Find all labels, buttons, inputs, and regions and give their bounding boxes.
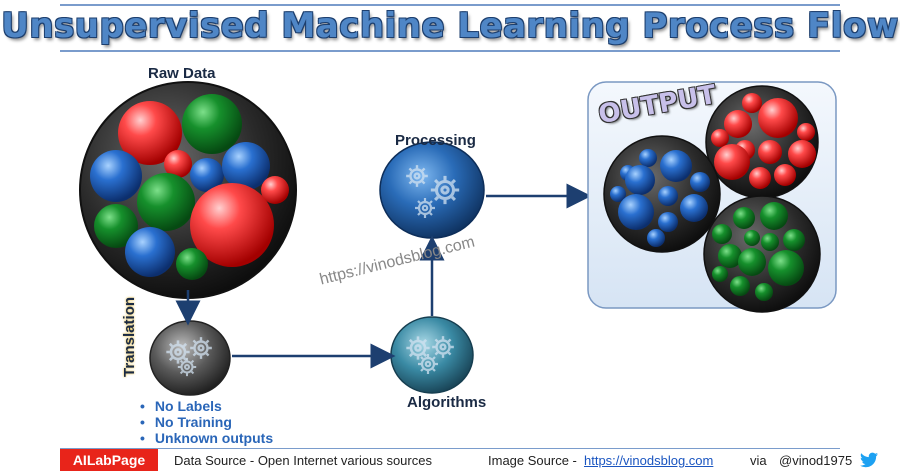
image-source-link[interactable]: https://vinodsblog.com: [584, 453, 714, 468]
list-item: No Training: [140, 414, 273, 430]
page-title: Unsupervised Machine Learning Process Fl…: [1, 6, 899, 46]
ailabpage-badge: AILabPage: [60, 449, 158, 471]
title-top-rule: [60, 4, 840, 6]
image-source-label: Image Source -: [488, 453, 577, 468]
via-text: via: [750, 453, 767, 468]
list-item: Unknown outputs: [140, 430, 273, 446]
processing-label: Processing: [395, 132, 476, 149]
translation-node: [149, 320, 231, 396]
unsupervised-properties-list: No Labels No Training Unknown outputs: [140, 398, 273, 446]
flow-arrows: [175, 183, 592, 369]
translation-label: Translation: [121, 296, 138, 377]
algorithms-label: Algorithms: [407, 394, 487, 411]
raw-data-cluster: [79, 81, 297, 299]
raw-data-label: Raw Data: [148, 65, 216, 82]
output-blue-cluster: [603, 135, 721, 253]
output-red-cluster: [705, 85, 819, 199]
image-source-link-wrap: https://vinodsblog.com: [584, 453, 713, 468]
algorithms-node: [390, 316, 474, 394]
twitter-bird-icon: [860, 452, 878, 468]
footer-rule: [60, 448, 840, 449]
list-item: No Labels: [140, 398, 273, 414]
twitter-handle: @vinod1975: [779, 453, 853, 468]
data-source-text: Data Source - Open Internet various sour…: [174, 453, 432, 468]
processing-node: [379, 141, 485, 239]
output-panel: [587, 81, 837, 313]
output-green-cluster: [703, 195, 821, 313]
title-bottom-rule: [60, 50, 840, 52]
